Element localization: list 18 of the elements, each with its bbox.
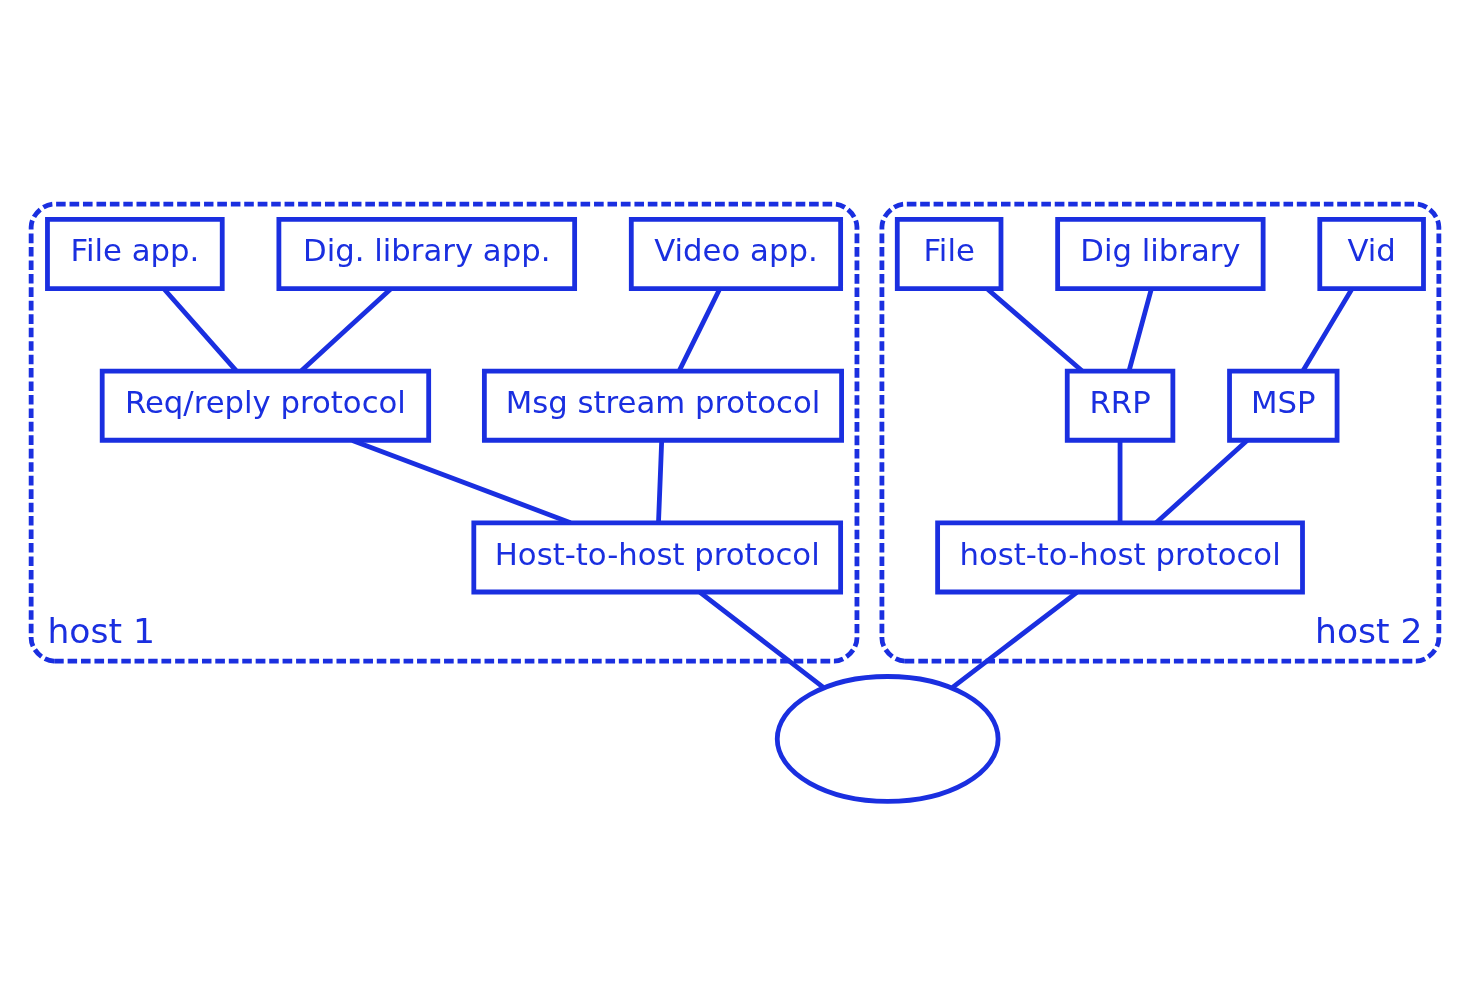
node-box: Video app. — [628, 217, 844, 291]
node-box: Msg stream protocol — [482, 368, 844, 443]
node-box: host-to-host protocol — [935, 520, 1305, 595]
node-box: Dig. library app. — [276, 217, 578, 291]
node-box: Req/reply protocol — [99, 368, 432, 443]
node-box: File app. — [45, 217, 225, 291]
connector — [656, 440, 665, 523]
node-box: RRP — [1064, 368, 1176, 443]
connector — [1126, 288, 1154, 372]
connector — [1117, 440, 1123, 523]
connector — [351, 438, 572, 525]
connector — [676, 287, 722, 373]
node-box: MSP — [1227, 368, 1340, 443]
node-box: Dig library — [1055, 217, 1266, 291]
node-box: Host-to-host protocol — [471, 520, 844, 595]
node-cloud — [774, 674, 1001, 804]
node-box: Vid — [1317, 217, 1426, 291]
node-box: File — [894, 217, 1004, 291]
